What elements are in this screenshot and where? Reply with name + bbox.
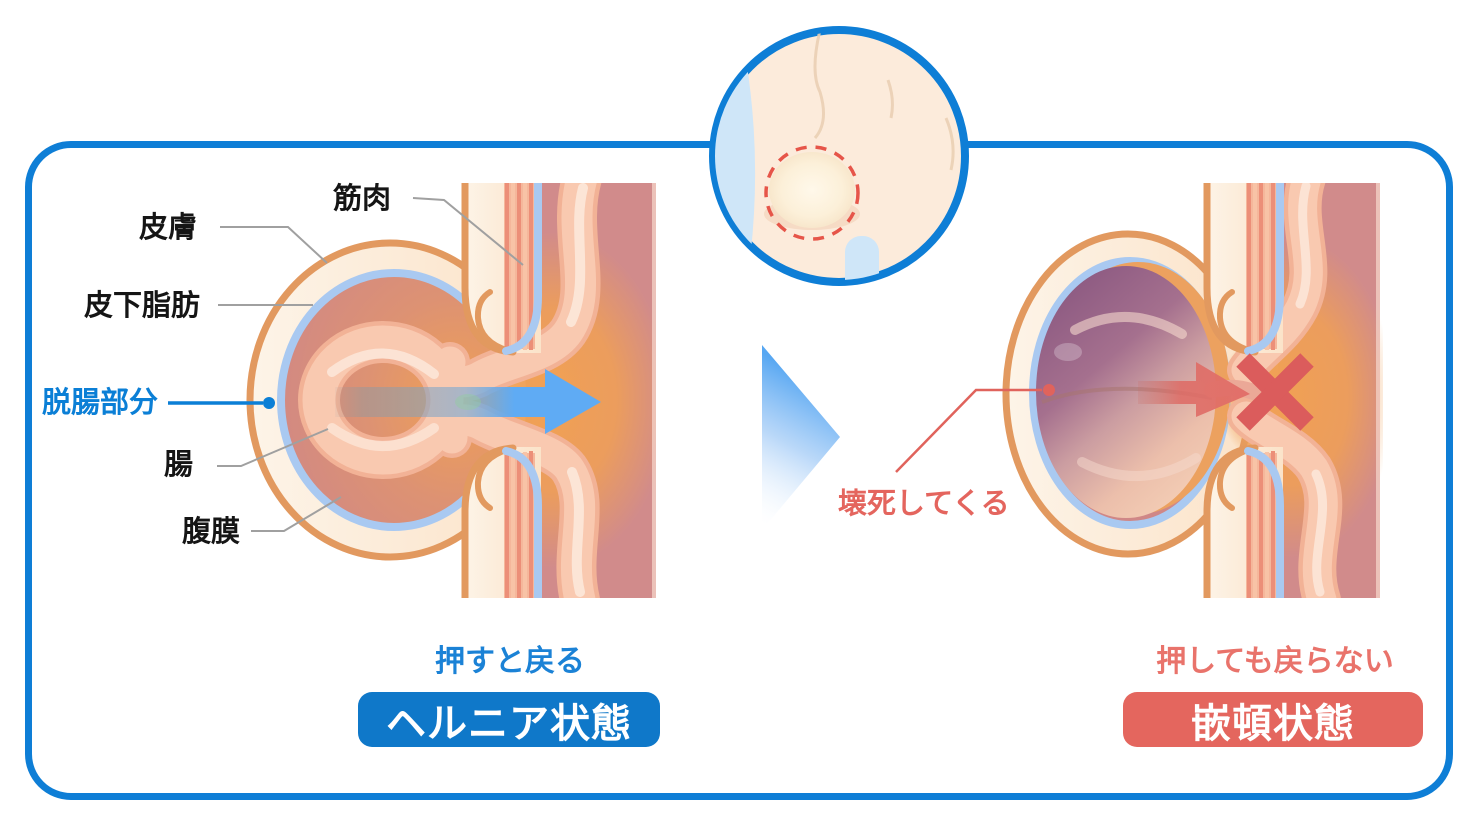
label-peritoneum: 腹膜 <box>182 516 241 548</box>
label-subcutaneous-fat: 皮下脂肪 <box>84 290 201 322</box>
label-hernia-part: 脱腸部分 <box>42 387 159 419</box>
label-muscle: 筋肉 <box>333 183 392 215</box>
label-necrosis: 壊死してくる <box>838 488 1010 520</box>
caption-right-panel: 押しても戻らない <box>1156 645 1394 678</box>
label-intestine: 腸 <box>164 449 194 481</box>
badge-incarceration-state: 嵌頓状態 <box>1123 692 1423 747</box>
label-skin: 皮膚 <box>139 212 198 244</box>
caption-left-panel: 押すと戻る <box>435 645 585 678</box>
badge-hernia-state: ヘルニア状態 <box>358 692 660 747</box>
